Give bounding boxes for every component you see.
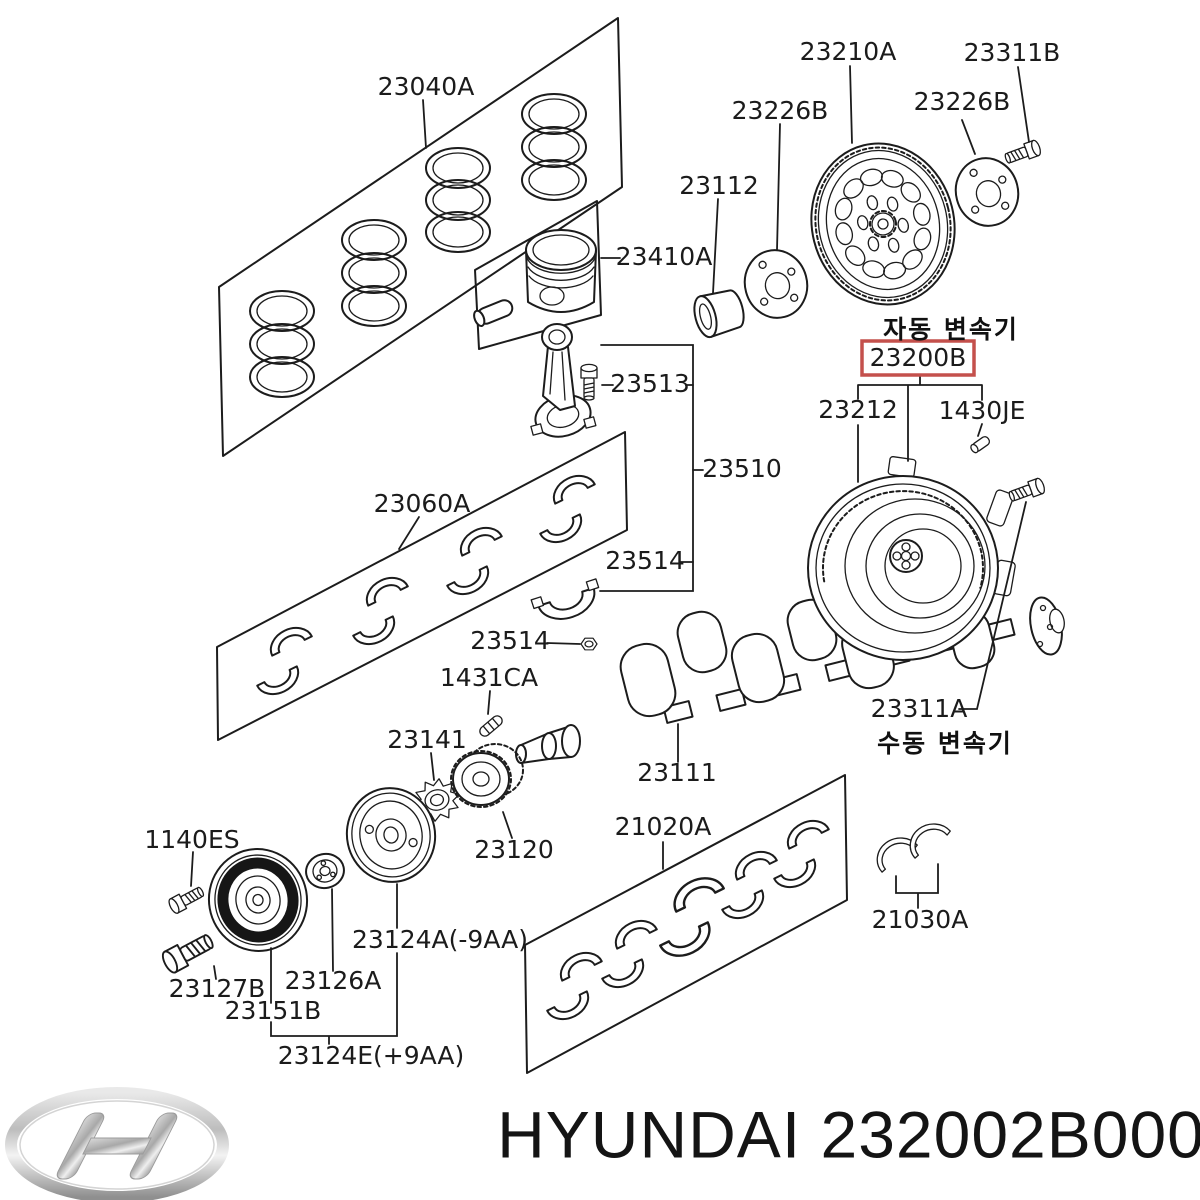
part-label-23410A[interactable]: 23410A <box>616 242 713 271</box>
part-label-23120[interactable]: 23120 <box>474 835 554 864</box>
part-label-23126A[interactable]: 23126A <box>285 966 382 995</box>
dowel-pin-drawing <box>479 715 503 737</box>
piston-pin-drawing <box>473 299 514 327</box>
pilot-bushing-drawing <box>693 289 745 339</box>
part-label-21030A[interactable]: 21030A <box>872 905 969 934</box>
part-label-23210A[interactable]: 23210A <box>800 37 897 66</box>
hyundai-logo <box>5 1087 229 1200</box>
pulley-early-drawing <box>345 787 437 883</box>
main-bearings-drawing <box>546 813 830 1027</box>
part-label-23141[interactable]: 23141 <box>387 725 467 754</box>
converter-pin-drawing <box>970 436 991 454</box>
rod-bearing-box <box>216 431 628 741</box>
part-label-23226B-left[interactable]: 23226B <box>732 96 829 125</box>
part-drawings <box>159 17 1065 1074</box>
part-label-23311B[interactable]: 23311B <box>964 38 1061 67</box>
part-label-1430JE[interactable]: 1430JE <box>939 396 1026 425</box>
crank-pulley-drawing <box>207 848 309 952</box>
part-label-23127B[interactable]: 23127B <box>169 974 266 1003</box>
leader-lines <box>190 65 1030 1045</box>
rod-bolt-drawing <box>580 363 598 401</box>
adapter-plate-left-drawing <box>743 249 809 319</box>
thrust-washers-drawing <box>876 823 951 873</box>
part-label-23151B[interactable]: 23151B <box>225 996 322 1025</box>
adapter-plate-right-drawing <box>954 157 1020 227</box>
part-label-1140ES[interactable]: 1140ES <box>144 825 239 854</box>
part-label-23200B-highlighted[interactable]: 23200B <box>870 343 967 372</box>
part-label-23513[interactable]: 23513 <box>610 369 690 398</box>
part-label-23111[interactable]: 23111 <box>637 758 717 787</box>
converter-bolt-drawing <box>1006 476 1047 506</box>
piston-ring-set-box <box>218 17 623 457</box>
main-bearing-box <box>524 774 848 1074</box>
part-label-23060A[interactable]: 23060A <box>374 489 471 518</box>
crank-bolt-drawing <box>159 929 218 976</box>
part-label-1431CA[interactable]: 1431CA <box>440 663 538 692</box>
part-label-23311A[interactable]: 23311A <box>871 694 968 723</box>
hyundai-h-glyph <box>56 1112 178 1180</box>
part-label-23124A[interactable]: 23124A(-9AA) <box>352 925 528 954</box>
pulley-bolt-drawing <box>166 883 207 916</box>
footer-part-number: HYUNDAI 232002B000 <box>497 1097 1200 1171</box>
part-label-23212[interactable]: 23212 <box>818 395 898 424</box>
torque-converter-drawing <box>807 456 1016 661</box>
pulley-hub-drawing <box>305 852 345 890</box>
rod-nut-drawing <box>580 637 598 651</box>
drive-plate-drawing <box>810 142 956 306</box>
part-label-23124E[interactable]: 23124E(+9AA) <box>278 1041 465 1070</box>
drive-plate-bolt-drawing <box>1002 138 1043 168</box>
connecting-rod-drawing <box>530 323 597 438</box>
part-labels: 23040A 23210A 23311B 23226B 23226B 23112… <box>144 37 1060 1070</box>
crank-gear-drawing <box>450 743 524 808</box>
part-label-23112[interactable]: 23112 <box>679 171 759 200</box>
rod-cap-drawing <box>530 578 600 620</box>
caption-manual-transmission: 수동 변속기 <box>877 729 1013 758</box>
part-label-23510[interactable]: 23510 <box>702 454 782 483</box>
part-label-23514-cap[interactable]: 23514 <box>605 546 685 575</box>
caption-automatic-transmission: 자동 변속기 <box>883 315 1019 344</box>
part-label-21020A[interactable]: 21020A <box>615 812 712 841</box>
part-label-23040A[interactable]: 23040A <box>378 72 475 101</box>
part-label-23226B-right[interactable]: 23226B <box>914 87 1011 116</box>
part-label-23514-nut[interactable]: 23514 <box>470 626 550 655</box>
piston-rings-drawing <box>249 93 587 398</box>
piston-drawing <box>473 229 597 327</box>
highlight-box[interactable] <box>860 339 976 377</box>
